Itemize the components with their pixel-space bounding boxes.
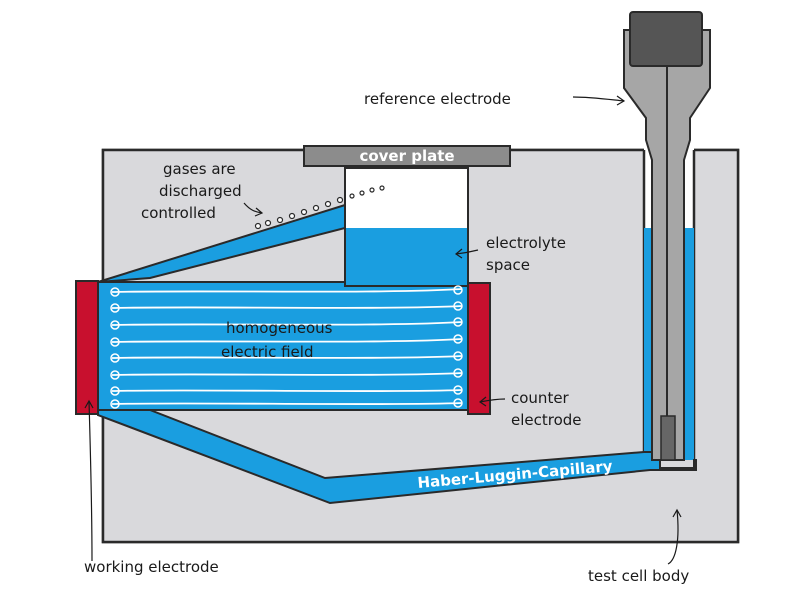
counter-electrode <box>467 282 491 415</box>
label-reference-electrode: reference electrode <box>364 90 511 108</box>
cover-plate <box>303 145 511 167</box>
working-electrode <box>75 280 99 415</box>
field-lines <box>111 288 463 406</box>
label-test-cell-body: test cell body <box>588 567 689 585</box>
label-gases-1: gases are <box>163 160 236 178</box>
label-working-electrode: working electrode <box>84 558 219 576</box>
label-electrolyte-1: electrolyte <box>486 234 566 252</box>
electrolyte-space <box>345 228 468 286</box>
gas-bubbles <box>254 185 385 230</box>
label-gases-2: discharged <box>159 182 242 200</box>
capillary-channel <box>97 409 697 505</box>
label-counter-2: electrode <box>511 411 582 429</box>
reference-electrode-cap <box>629 11 703 67</box>
label-field-2: electric field <box>221 343 313 361</box>
gas-chamber <box>344 167 469 231</box>
label-field-1: homogeneous <box>226 319 333 337</box>
cover-plate-label: cover plate <box>359 147 454 165</box>
label-electrolyte-2: space <box>486 256 530 274</box>
label-counter-1: counter <box>511 389 570 407</box>
field-line-loops <box>110 285 463 409</box>
gas-channel <box>97 203 346 283</box>
annotation-arrows <box>84 95 682 565</box>
reference-electrode-tip <box>660 415 676 461</box>
label-gases-3: controlled <box>141 204 216 222</box>
